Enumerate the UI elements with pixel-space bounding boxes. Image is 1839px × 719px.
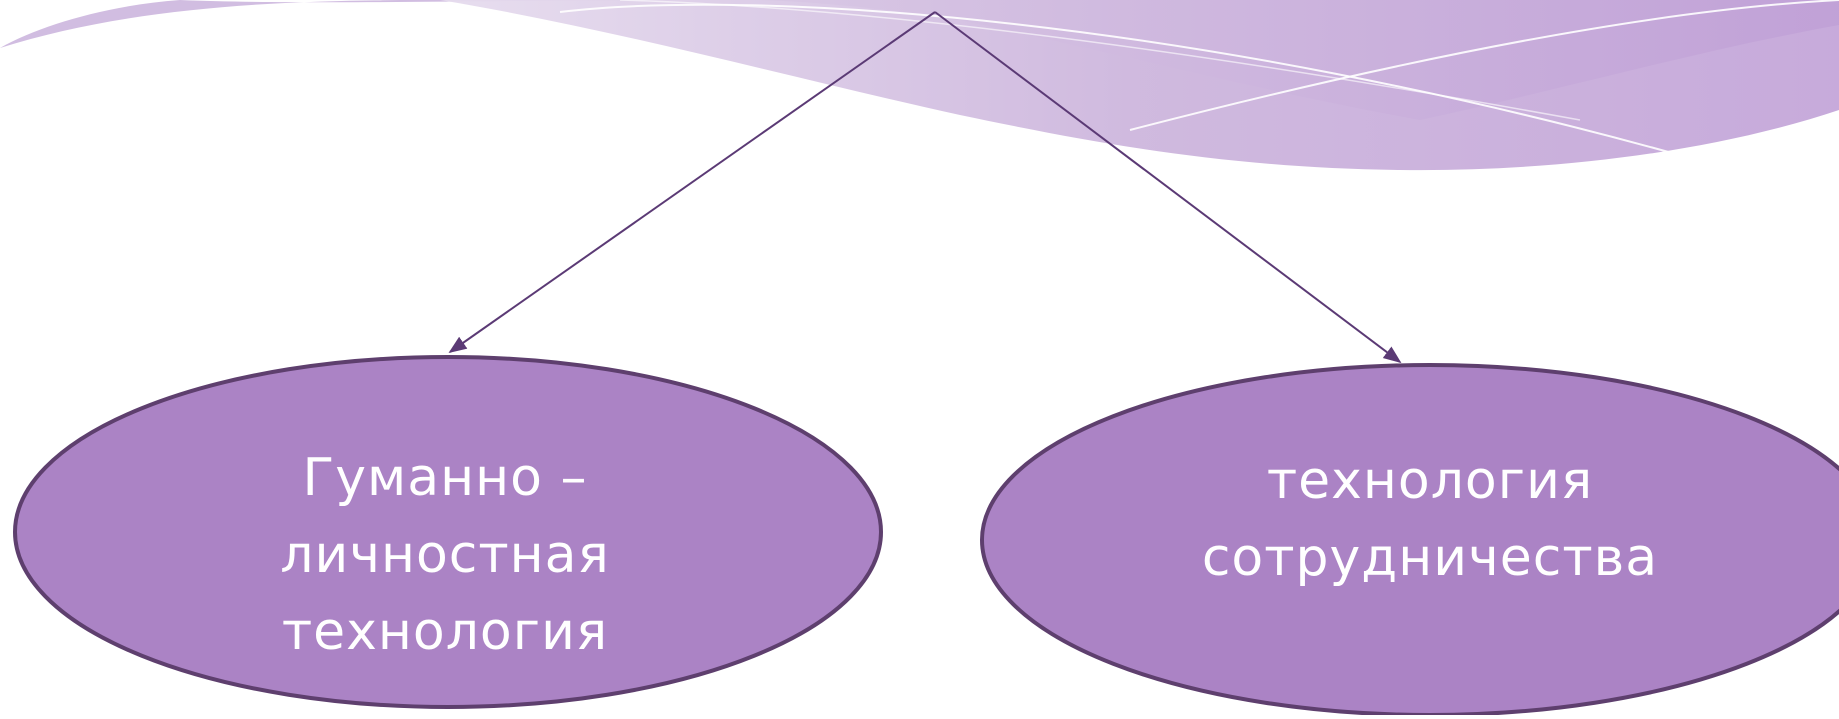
wave-line-3 [619,0,1581,121]
wave-line-2 [1129,0,1839,131]
header-wave-decoration [0,0,1839,171]
wave-band-upper [760,0,1839,120]
arrow-to-right-node [934,11,1402,364]
node-left-ellipse [13,355,883,709]
wave-line-1 [559,3,1691,159]
node-left-label: Гуманно – личностная технология [280,448,610,662]
node-right-label: технология сотрудничества [1201,451,1659,588]
arrow-to-left-node [448,11,936,354]
